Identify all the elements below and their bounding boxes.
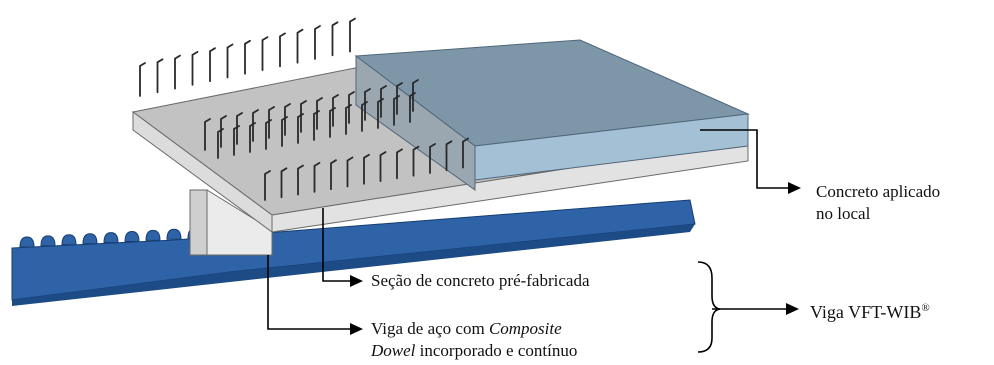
dowel-tooth [19, 236, 35, 248]
leader-insitu-concrete [700, 129, 792, 189]
rebar-stirrup [284, 103, 291, 136]
beam-name-text: Viga VFT-WIB [810, 302, 922, 322]
rebar-stirrup [332, 94, 339, 127]
rebar-stirrup [264, 170, 271, 201]
rebar-stirrup [300, 100, 307, 133]
rebar-stirrup [380, 85, 387, 118]
rebar-stirrup [226, 43, 234, 79]
rebar-stirrup [174, 54, 181, 90]
rebar-stirrup [331, 21, 339, 57]
dowel-tooth [61, 234, 77, 246]
rebar-stirrup [313, 162, 321, 193]
insitu-concrete-slab [354, 39, 750, 191]
rebar-stirrup [346, 156, 354, 188]
rebar-stirrup [361, 101, 368, 132]
dowel-tooth [166, 228, 182, 240]
leader-lines [267, 129, 792, 353]
rebar-stirrup [249, 122, 256, 153]
dowel-tooth [124, 230, 140, 242]
rebar-stirrup [297, 164, 304, 196]
rebar-stirrup [191, 51, 199, 86]
label-steel-beam: Viga de aço com Composite Dowel incorpor… [371, 318, 577, 362]
rebar-stirrup [313, 110, 320, 141]
rebar-stirrup [412, 79, 419, 112]
dowel-tooth [40, 235, 56, 247]
insitu-slab-front [474, 113, 749, 181]
rebar-stirrup [412, 145, 420, 177]
rebar-stirrup [363, 153, 370, 185]
label-steel-beam-italic-b: Dowel [371, 341, 416, 360]
rebar-stirrup [462, 137, 469, 169]
dowel-tooth [82, 233, 98, 245]
rebar-stirrup [268, 106, 275, 139]
rebar-stirrup [281, 116, 288, 147]
rebar-stirrup [279, 32, 286, 68]
rebar-stirrup [209, 47, 216, 83]
label-insitu-concrete-line2: no local [816, 204, 871, 223]
label-steel-beam-line1: Viga de aço com Composite [371, 319, 562, 338]
steel-beam [11, 199, 696, 306]
rebar-stirrup [314, 25, 321, 60]
arrowhead-precast [350, 275, 363, 287]
label-steel-beam-italic-a: Composite [488, 319, 562, 338]
rebar-stirrup [280, 167, 288, 199]
label-precast-section: Seção de concreto pré-fabricada [371, 271, 590, 290]
rebar-stirrup [396, 82, 403, 115]
insitu-slab-left [355, 54, 476, 191]
steel-beam-underside [12, 224, 695, 306]
dowel-tooth [103, 232, 119, 244]
rebar-stirrup [379, 151, 387, 182]
label-beam-name: Viga VFT-WIB® [810, 297, 930, 323]
rebar-stirrups [139, 17, 469, 201]
rebar-stirrup [393, 95, 400, 126]
arrowhead-beam-name [786, 303, 799, 315]
rebar-stirrup [348, 91, 355, 124]
rebar-stirrup [236, 112, 243, 145]
precast-web-face [189, 189, 208, 256]
arrowhead-insitu [788, 182, 801, 194]
rebar-stirrup [316, 97, 323, 130]
brace-right [697, 261, 721, 353]
rebar-stirrup [296, 28, 304, 64]
rebar-stirrup [329, 107, 336, 138]
rebar-stirrup [252, 109, 259, 142]
leader-steel-beam [267, 255, 352, 330]
arrowhead-steel [350, 323, 363, 335]
rebar-stirrup [297, 113, 304, 144]
rebar-stirrup [156, 58, 164, 94]
label-insitu-concrete: Concreto aplicado no local [816, 181, 940, 225]
rebar-stirrup [409, 92, 416, 123]
rebar-stirrup [364, 88, 371, 121]
rebar-stirrup [377, 98, 384, 129]
rebar-stirrup [139, 62, 146, 97]
leader-precast-section [322, 208, 352, 282]
rebar-stirrup [244, 39, 251, 75]
arrowheads [350, 182, 801, 335]
rebar-stirrup [330, 159, 337, 191]
rebar-stirrup [349, 17, 356, 53]
label-steel-beam-line2: Dowel incorporado e contínuo [371, 341, 578, 360]
rebar-stirrup [265, 119, 272, 150]
rebar-stirrup [220, 115, 227, 148]
rebar-stirrup [445, 140, 453, 172]
label-insitu-concrete-line1: Concreto aplicado [816, 182, 941, 201]
rebar-stirrup [429, 143, 436, 174]
rebar-stirrup [217, 128, 224, 159]
rebar-stirrup [345, 104, 352, 135]
rebar-stirrup [261, 36, 269, 71]
rebar-stirrup [233, 125, 240, 156]
dowel-tooth [145, 229, 161, 241]
registered-mark: ® [921, 302, 930, 314]
rebar-stirrup [396, 148, 403, 180]
rebar-stirrup [204, 118, 211, 151]
